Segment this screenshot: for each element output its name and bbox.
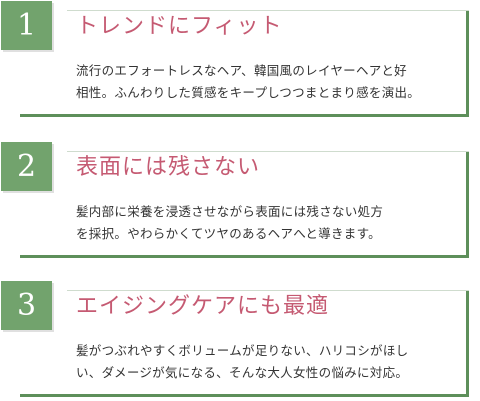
card-frame-top-line [67,290,469,291]
feature-description: 髪内部に栄養を浸透させながら表面には残さない処方 を採択。やわらかくてツヤのある… [76,201,456,245]
card-frame [20,10,469,117]
description-line: い、ダメージが気になる、そんな大人女性の悩みに対応。 [76,365,409,380]
description-line: 髪内部に栄養を浸透させながら表面には残さない処方 [76,204,384,219]
feature-number-badge: 2 [1,142,52,191]
card-frame-top-line [67,10,469,11]
description-line: 髪がつぶれやすくボリュームが足りない、ハリコシがほし [76,343,409,358]
description-line: 流行のエフォートレスなヘア、韓国風のレイヤーヘアと好 [76,63,407,78]
feature-title: トレンドにフィット [76,14,283,39]
feature-card-2: 2 表面には残さない 髪内部に栄養を浸透させながら表面には残さない処方 を採択。… [0,141,480,259]
feature-description: 髪がつぶれやすくボリュームが足りない、ハリコシがほし い、ダメージが気になる、そ… [76,340,456,384]
feature-card-3: 3 エイジングケアにも最適 髪がつぶれやすくボリュームが足りない、ハリコシがほし… [0,280,480,398]
description-line: を採択。やわらかくてツヤのあるヘアへと導きます。 [76,226,381,241]
feature-title: 表面には残さない [76,155,261,180]
description-line: 相性。ふんわりした質感をキープしつつまとまり感を演出。 [76,85,421,100]
card-frame-top-line [67,151,469,152]
card-frame [20,290,469,397]
feature-number-badge: 3 [1,281,52,330]
feature-number-badge: 1 [1,1,52,50]
feature-description: 流行のエフォートレスなヘア、韓国風のレイヤーヘアと好 相性。ふんわりした質感をキ… [76,60,456,104]
card-frame [20,151,469,258]
feature-card-1: 1 トレンドにフィット 流行のエフォートレスなヘア、韓国風のレイヤーヘアと好 相… [0,0,480,118]
feature-title: エイジングケアにも最適 [76,294,330,319]
